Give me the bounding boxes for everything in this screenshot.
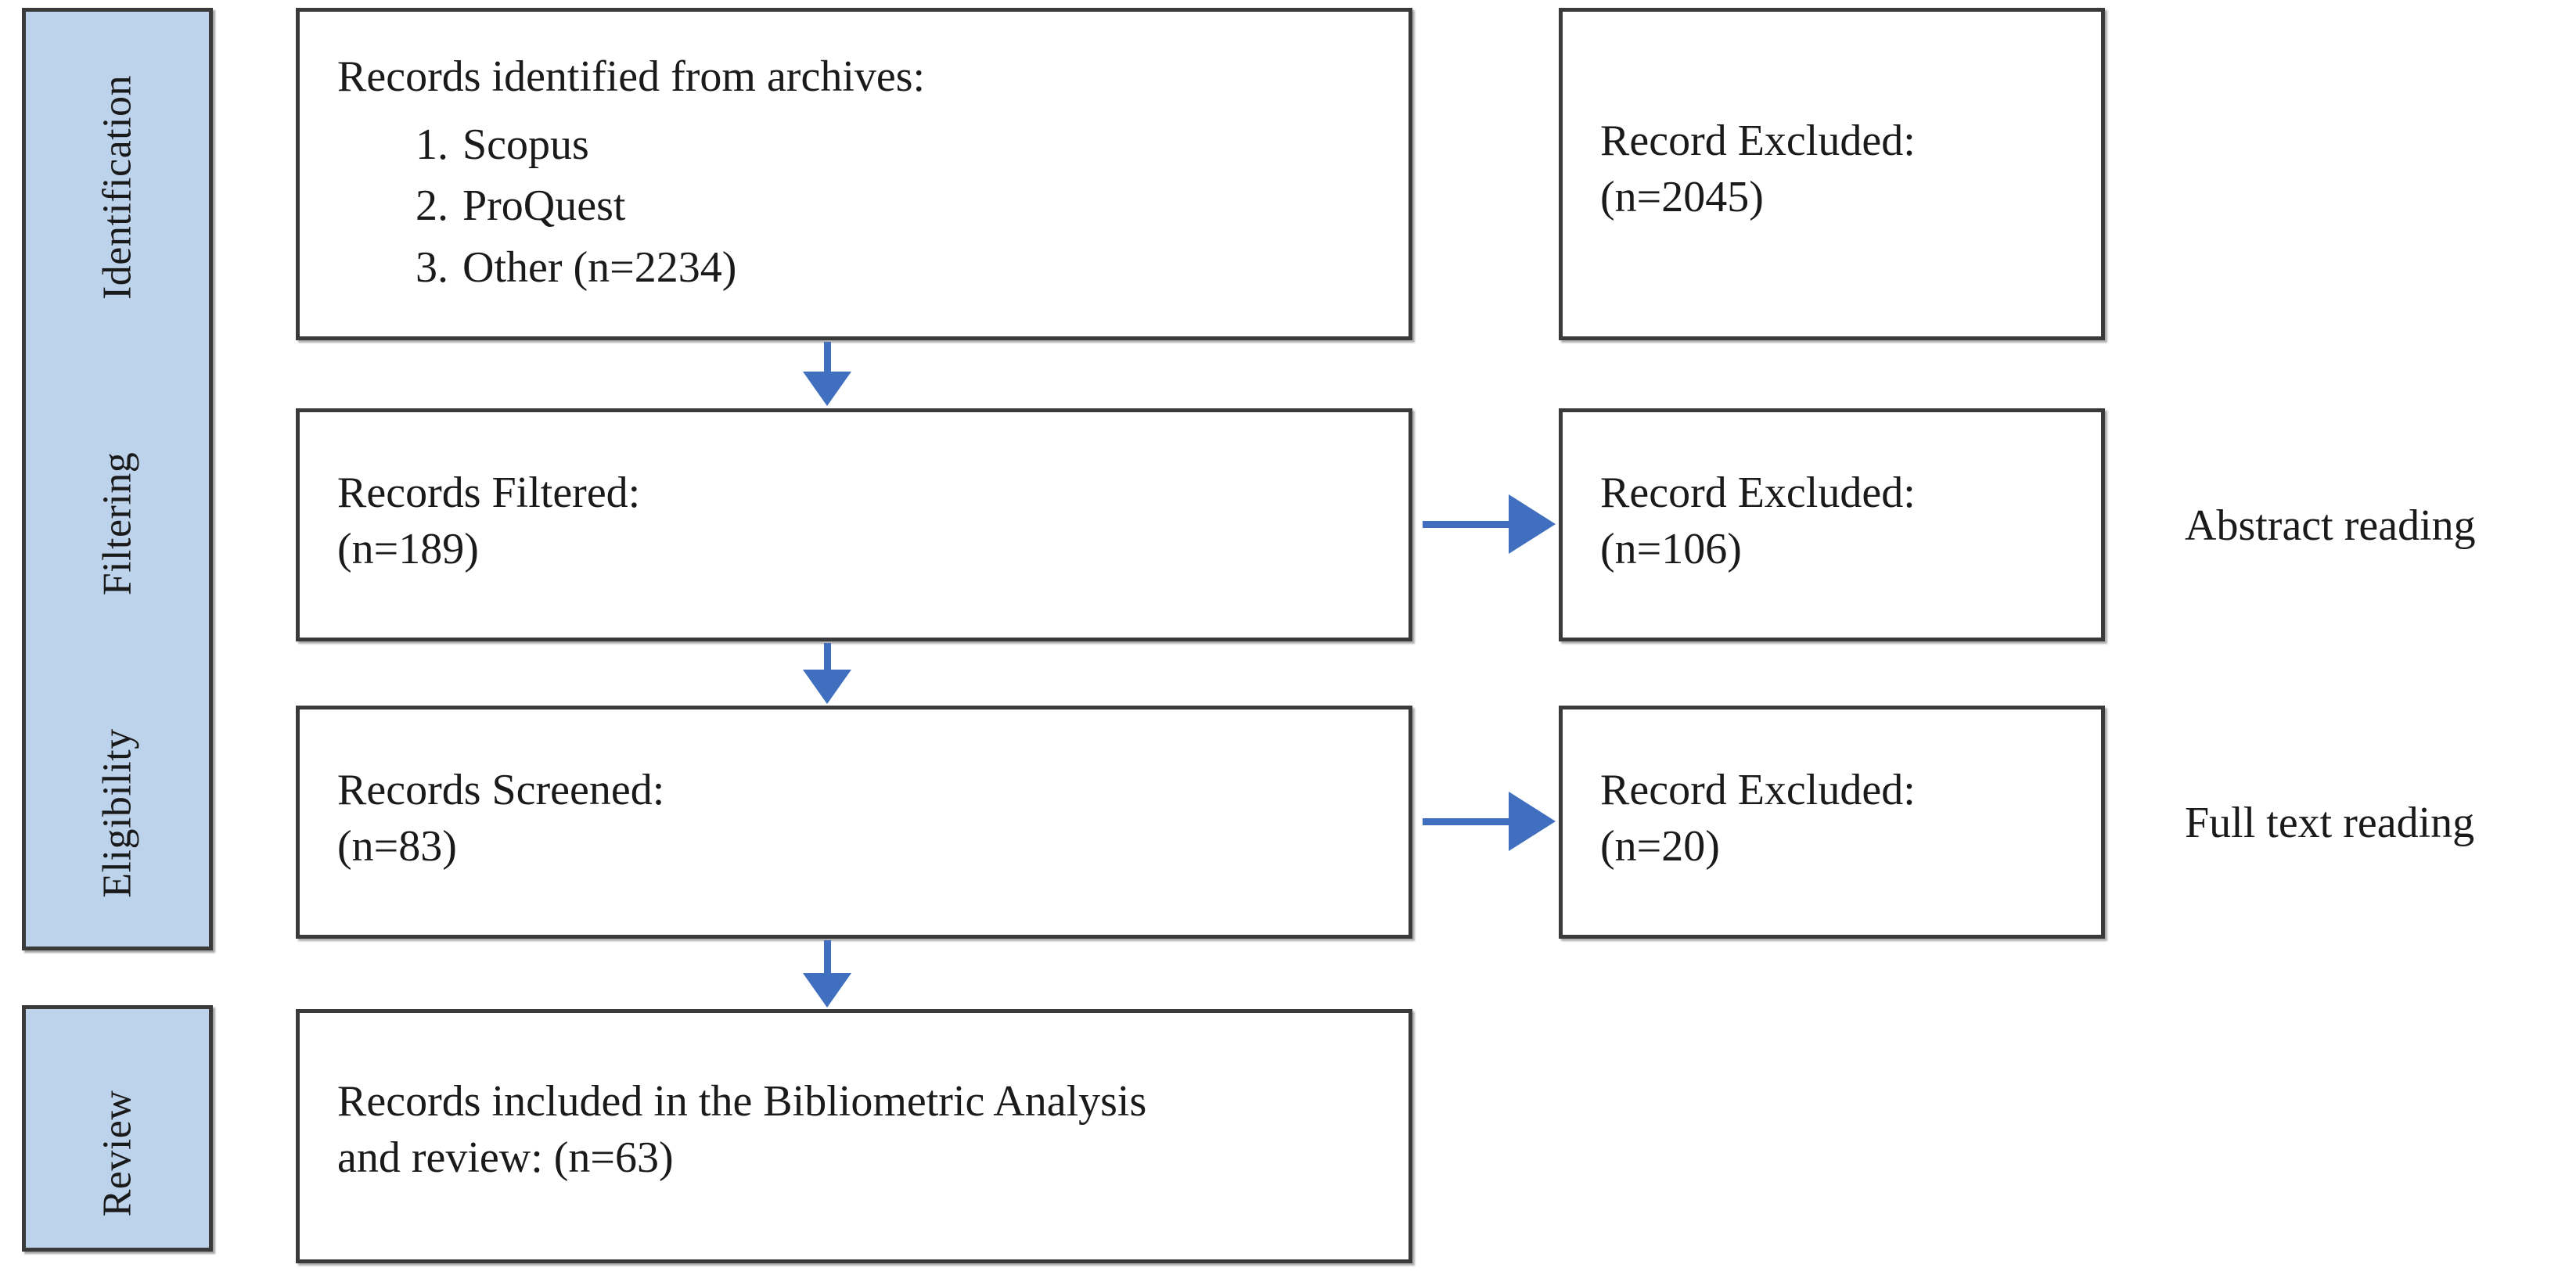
box-records-included: Records included in the Bibliometric Ana… (296, 1009, 1412, 1263)
excluded-filtering-count: (n=106) (1600, 524, 1742, 573)
records-screened-label: Records Screened: (337, 766, 665, 814)
list-item-number: 1. (416, 120, 448, 169)
arrow-stem (1423, 521, 1515, 528)
box-excluded-filtering: Record Excluded: (n=106) (1559, 408, 2105, 641)
box-records-filtered: Records Filtered: (n=189) (296, 408, 1412, 641)
records-filtered-count: (n=189) (337, 524, 479, 573)
excluded-eligibility-count: (n=20) (1600, 821, 1720, 871)
records-screened-count: (n=83) (337, 821, 457, 871)
arrow-filtered-to-excluded (1423, 494, 1556, 555)
list-item: 1. Scopus (337, 117, 1377, 174)
excluded-identification-count: (n=2045) (1600, 172, 1764, 221)
records-identified-heading: Records identified from archives: (337, 52, 926, 101)
stage-label-eligibility: Eligibility (95, 728, 140, 898)
box-records-screened: Records Screened: (n=83) (296, 706, 1412, 939)
arrow-screened-to-excluded (1423, 791, 1556, 852)
list-item-label: Scopus (462, 120, 589, 169)
box-excluded-eligibility: Record Excluded: (n=20) (1559, 706, 2105, 939)
arrow-filtered-to-screened (803, 643, 851, 704)
list-item-number: 3. (416, 243, 448, 293)
arrow-head (1509, 494, 1556, 554)
records-filtered-label: Records Filtered: (337, 469, 641, 517)
list-item-number: 2. (416, 181, 448, 231)
arrow-stem (824, 940, 831, 978)
arrow-identified-to-filtered (803, 342, 851, 406)
records-included-count: and review: (n=63) (337, 1133, 674, 1182)
records-identified-source-list: 1. Scopus 2. ProQuest 3. Other (n=2234) (337, 117, 1377, 296)
box-excluded-identification: Record Excluded: (n=2045) (1559, 8, 2105, 340)
arrow-head (803, 372, 851, 406)
stage-band-review: Review (22, 1005, 213, 1252)
arrow-head (803, 670, 851, 704)
excluded-eligibility-label: Record Excluded: (1600, 766, 1916, 814)
list-item-label: Other (n=2234) (462, 243, 737, 293)
arrow-head (803, 973, 851, 1008)
stage-band-upper: Identification Filtering Eligibility (22, 8, 213, 950)
records-included-label: Records included in the Bibliometric Ana… (337, 1077, 1147, 1126)
list-item: 3. Other (n=2234) (337, 239, 1377, 296)
annotation-abstract-reading: Abstract reading (2185, 501, 2476, 550)
excluded-identification-label: Record Excluded: (1600, 117, 1916, 165)
list-item-label: ProQuest (462, 181, 626, 231)
excluded-filtering-label: Record Excluded: (1600, 469, 1916, 517)
stage-label-review: Review (95, 1090, 140, 1217)
arrow-head (1509, 792, 1556, 851)
annotation-full-text-reading: Full text reading (2185, 799, 2475, 847)
arrow-stem (824, 342, 831, 376)
stage-label-filtering: Filtering (95, 451, 140, 596)
list-item: 2. ProQuest (337, 178, 1377, 235)
arrow-stem (824, 643, 831, 674)
arrow-stem (1423, 818, 1515, 825)
arrow-screened-to-included (803, 940, 851, 1008)
stage-label-identification: Identification (95, 74, 140, 300)
box-records-identified: Records identified from archives: 1. Sco… (296, 8, 1412, 340)
